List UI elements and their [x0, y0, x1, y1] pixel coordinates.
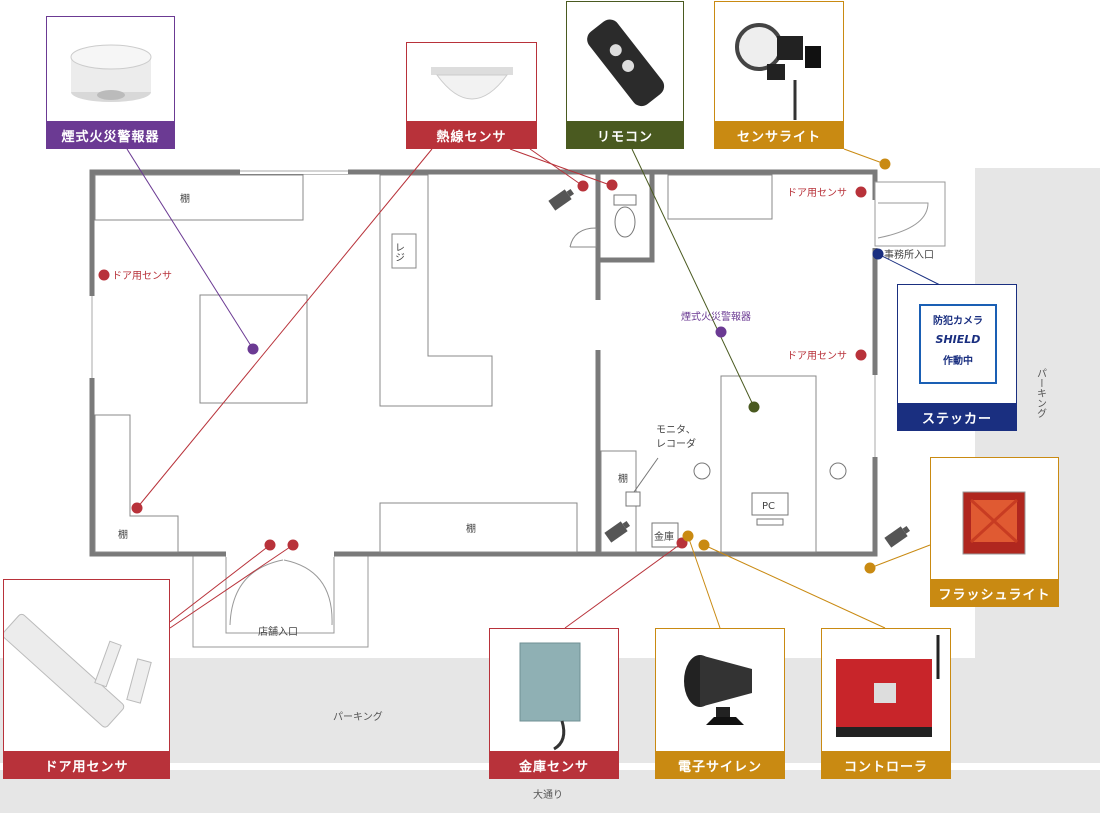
heat-sensor-caption: 熱線センサ — [406, 121, 537, 149]
safe — [651, 522, 679, 548]
shelf-bottom-left — [94, 414, 179, 553]
door-sensor-dot — [855, 186, 867, 198]
siren-icon — [684, 655, 752, 725]
door-sensor-card: ドア用センサ — [2, 579, 170, 779]
shelf-office-label: 棚 — [618, 472, 628, 485]
restroom — [595, 169, 655, 263]
flash-light-icon — [962, 491, 1026, 555]
store-entrance-label: 店舗入口 — [258, 625, 298, 638]
door-sensor-dot — [264, 539, 276, 551]
monitor-recorder-label-1: モニタ、 — [656, 424, 696, 436]
heat-sensor-dot — [577, 180, 589, 192]
siren-dot — [682, 530, 694, 542]
safe-sensor-icon — [519, 642, 581, 751]
controller-icon — [836, 635, 940, 737]
parking-label: パーキング — [333, 710, 383, 723]
smoke-alarm-caption: 煙式火災警報器 — [46, 121, 175, 149]
door-sensor-store-label: ドア用センサ — [112, 270, 172, 282]
controller-card: コントローラ — [821, 628, 951, 779]
controller-caption: コントローラ — [821, 751, 951, 779]
motion-sensor-icon — [431, 67, 513, 100]
register-label: レジ — [393, 242, 404, 262]
sticker-card: 防犯カメラ SHIELD 作動中 ステッカー — [897, 284, 1017, 431]
shelf-bottom-mid — [379, 502, 578, 553]
smoke-alarm-office-label: 煙式火災警報器 — [681, 310, 751, 323]
toilet-bowl — [614, 206, 636, 238]
safe-sensor-caption: 金庫センサ — [489, 751, 619, 779]
heat-sensor-dot — [606, 179, 618, 191]
display-table — [199, 294, 308, 404]
office-cabinet — [667, 174, 773, 220]
store-entrance-area — [192, 554, 369, 648]
safe-label: 金庫 — [654, 530, 674, 543]
remote-card: リモコン — [566, 1, 684, 149]
sticker-caption: ステッカー — [897, 403, 1017, 431]
security-camera-icon — [604, 520, 631, 543]
main-street-label: 大通り — [533, 788, 563, 801]
office-chair-right — [829, 462, 847, 480]
siren-caption: 電子サイレン — [655, 751, 785, 779]
safe-sensor-card: 金庫センサ — [489, 628, 619, 779]
shelf-bottom-left-label: 棚 — [118, 528, 128, 541]
sticker-line2: 作動中 — [943, 356, 973, 367]
door-sensor-dot — [855, 349, 867, 361]
smoke-alarm-icon — [70, 44, 152, 102]
restroom-door-swing — [569, 227, 597, 248]
toilet-tank — [613, 194, 637, 206]
heat-sensor-card: 熱線センサ — [406, 42, 537, 149]
smoke-alarm-dot — [247, 343, 259, 355]
shelf-top — [94, 174, 304, 221]
siren-card: 電子サイレン — [655, 628, 785, 779]
door-sensor-dot — [287, 539, 299, 551]
office-desk — [720, 375, 817, 553]
pc-label: PC — [762, 501, 775, 512]
flash-light-card: フラッシュライト — [930, 457, 1059, 607]
security-camera-icon — [548, 188, 575, 211]
door-sensor-office-top-label: ドア用センサ — [787, 187, 847, 199]
office-entrance-area — [874, 181, 946, 247]
door-sensor-dot — [98, 269, 110, 281]
office-entrance-label: 事務所入口 — [884, 248, 934, 261]
controller-dot — [698, 539, 710, 551]
sensor-light-icon — [735, 23, 821, 120]
door-sensor-office-mid-label: ドア用センサ — [787, 350, 847, 362]
flash-light-dot — [864, 562, 876, 574]
shelf-top-label: 棚 — [180, 192, 190, 205]
remote-dot — [748, 401, 760, 413]
pc — [751, 492, 789, 516]
sensor-light-caption: センサライト — [714, 121, 844, 149]
sensor-light-card: センサライト — [714, 1, 844, 149]
sticker-dot — [872, 248, 884, 260]
register-counter — [379, 174, 493, 407]
sensor-light-dot — [879, 158, 891, 170]
remote-caption: リモコン — [566, 121, 684, 149]
security-camera-icon — [884, 525, 911, 548]
smoke-alarm-dot — [715, 326, 727, 338]
smoke-alarm-card: 煙式火災警報器 — [46, 16, 175, 149]
heat-sensor-dot — [131, 502, 143, 514]
sticker-brand: SHIELD — [935, 333, 981, 346]
pc-keyboard — [756, 518, 784, 526]
flash-light-caption: フラッシュライト — [930, 579, 1059, 607]
register — [391, 233, 417, 269]
entrance-door-swing — [229, 559, 333, 626]
parking-label-vertical: パーキング — [1035, 368, 1047, 418]
office-chair-left — [693, 462, 711, 480]
monitor-recorder — [625, 491, 641, 507]
door-sensor-icon — [2, 613, 152, 728]
building-outline — [89, 169, 878, 557]
door-sensor-caption: ドア用センサ — [3, 751, 170, 779]
remote-control-icon — [587, 19, 665, 107]
office-door-swing — [877, 202, 929, 239]
sticker-line1: 防犯カメラ — [933, 316, 983, 327]
monitor-recorder-label-2: レコーダ — [656, 437, 696, 450]
shelf-bottom-mid-label: 棚 — [466, 522, 476, 535]
sticker-icon: 防犯カメラ SHIELD 作動中 — [919, 304, 997, 384]
